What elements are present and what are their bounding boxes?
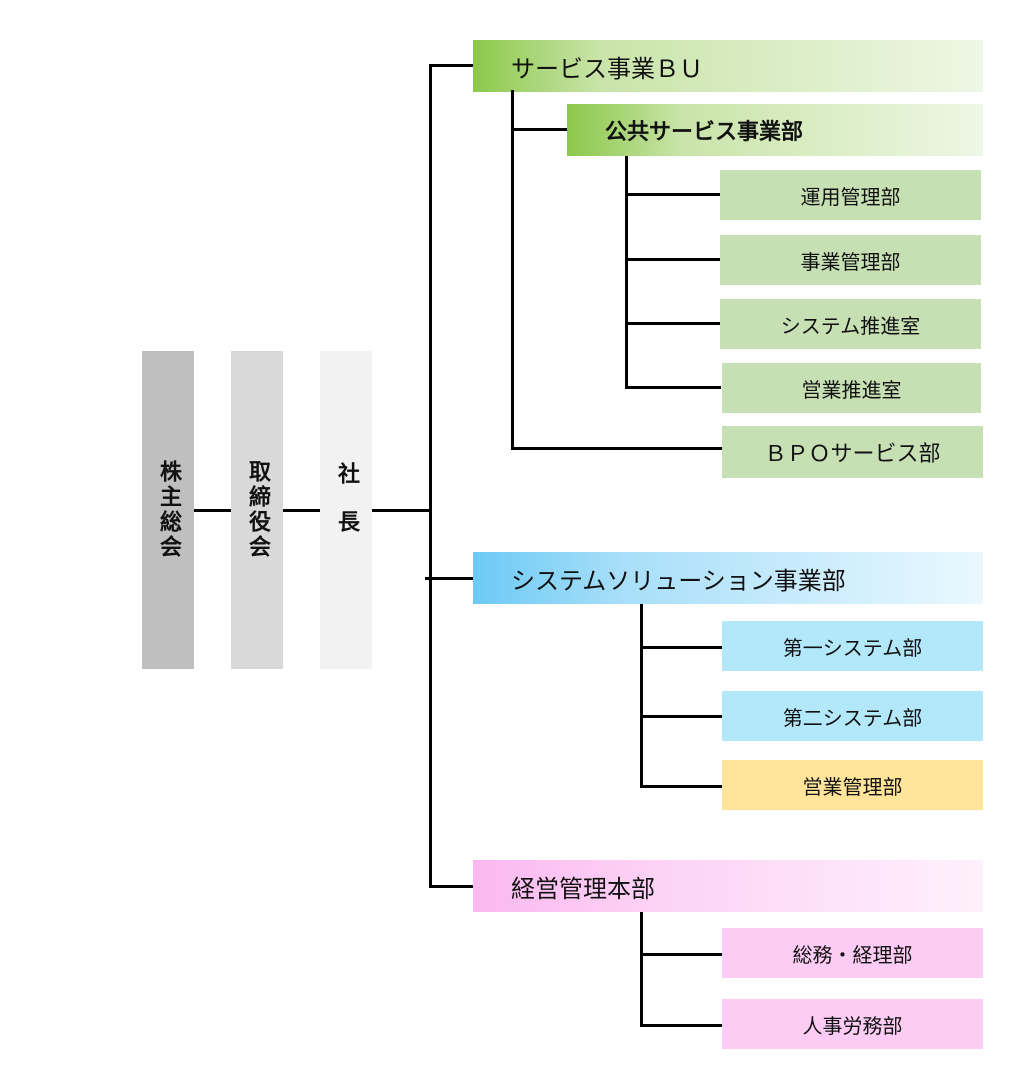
branch-service-bu (429, 64, 474, 67)
branch-system-solution (425, 577, 474, 580)
system-solution-vertical (640, 604, 643, 788)
connector-president-trunk (372, 509, 432, 512)
dept-sales-promo: 営業推進室 (722, 363, 981, 413)
dept-hr: 人事労務部 (722, 999, 983, 1049)
service-bu-label: サービス事業ＢＵ (511, 54, 703, 83)
dept-second-system: 第二システム部 (722, 691, 983, 741)
public-service-label: 公共サービス事業部 (605, 120, 804, 145)
dept-general-affairs-label: 総務・経理部 (792, 942, 913, 967)
connector-shareholders-board (194, 509, 231, 512)
service-bu-header: サービス事業ＢＵ (473, 40, 983, 92)
branch-ops-mgmt (625, 193, 721, 196)
president-label: 社長 (334, 462, 359, 558)
system-solution-header: システムソリューション事業部 (473, 552, 983, 604)
public-service-header: 公共サービス事業部 (567, 104, 983, 156)
connector-board-president (283, 509, 320, 512)
dept-ops-mgmt: 運用管理部 (720, 170, 981, 220)
dept-bpo-label: ＢＰＯサービス部 (764, 442, 941, 467)
dept-biz-mgmt: 事業管理部 (720, 235, 981, 285)
branch-biz-mgmt (625, 258, 721, 261)
shareholders-meeting-box: 株主総会 (142, 351, 194, 669)
branch-first-system (640, 646, 723, 649)
management-label: 経営管理本部 (511, 874, 655, 903)
branch-hr (640, 1024, 723, 1027)
president-box: 社長 (320, 351, 372, 669)
dept-second-system-label: 第二システム部 (782, 705, 923, 730)
service-bu-vertical (511, 90, 514, 450)
management-header: 経営管理本部 (473, 860, 983, 912)
branch-sales-promo (625, 386, 721, 389)
dept-ops-mgmt-label: 運用管理部 (800, 184, 901, 209)
dept-hr-label: 人事労務部 (802, 1013, 903, 1038)
dept-system-promo: システム推進室 (720, 299, 981, 349)
dept-first-system-label: 第一システム部 (782, 635, 923, 660)
management-vertical (640, 912, 643, 1027)
branch-public-service (511, 128, 568, 131)
main-trunk-vertical (429, 64, 432, 888)
branch-second-system (640, 715, 723, 718)
board-of-directors-label: 取締役会 (245, 460, 270, 560)
public-service-vertical (625, 156, 628, 388)
dept-sales-mgmt: 営業管理部 (722, 760, 983, 810)
dept-sales-promo-label: 営業推進室 (801, 377, 902, 402)
dept-system-promo-label: システム推進室 (780, 313, 921, 338)
branch-bpo (511, 447, 724, 450)
system-solution-label: システムソリューション事業部 (511, 566, 846, 595)
dept-sales-mgmt-label: 営業管理部 (802, 774, 903, 799)
board-of-directors-box: 取締役会 (231, 351, 283, 669)
branch-management (429, 885, 474, 888)
dept-biz-mgmt-label: 事業管理部 (800, 249, 901, 274)
dept-first-system: 第一システム部 (722, 621, 983, 671)
dept-bpo: ＢＰＯサービス部 (722, 426, 983, 478)
dept-general-affairs: 総務・経理部 (722, 928, 983, 978)
branch-general-affairs (640, 953, 723, 956)
branch-system-promo (625, 322, 721, 325)
shareholders-meeting-label: 株主総会 (156, 460, 181, 560)
branch-sales-mgmt (640, 785, 723, 788)
